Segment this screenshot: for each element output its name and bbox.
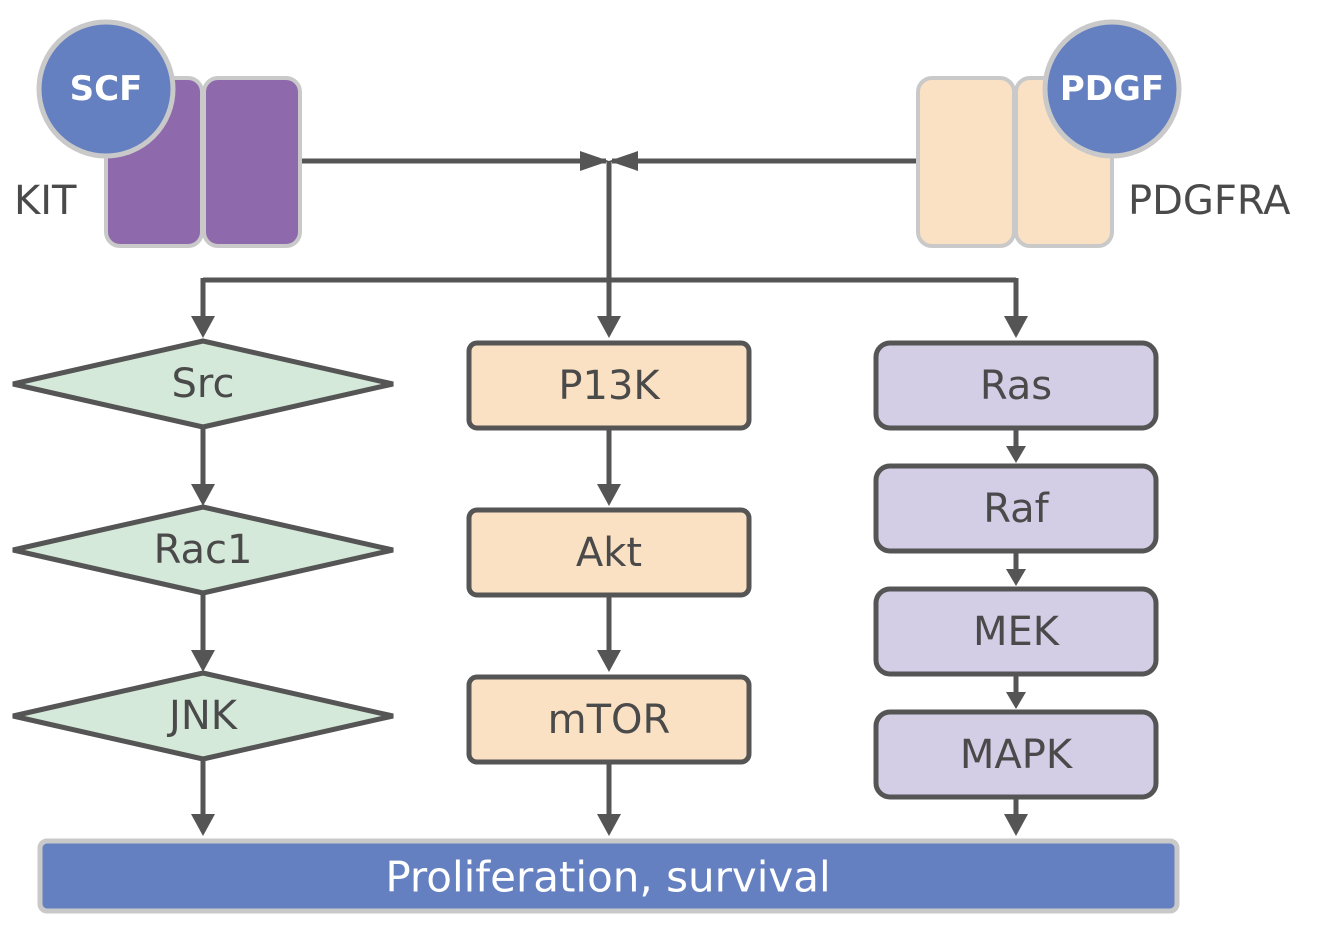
src-label: Src: [172, 361, 235, 407]
rac1-node: [12, 504, 394, 596]
mek-node: [873, 586, 1159, 677]
right-pathway: Ras Raf MEK MAPK: [873, 340, 1159, 800]
raf-node: [873, 463, 1159, 554]
arrowhead-to-akt: [597, 484, 621, 506]
pdgf-ligand: PDGF: [1042, 19, 1182, 159]
raf-label: Raf: [983, 486, 1049, 532]
scf-ligand-circle: [36, 19, 176, 159]
jnk-node: [12, 670, 394, 762]
arrowhead-middle-to-outcome: [597, 814, 621, 836]
arrowhead-to-raf: [1006, 446, 1026, 463]
arrowhead-to-mtor: [597, 650, 621, 672]
akt-node: [466, 507, 752, 598]
jnk-label: JNK: [166, 693, 239, 739]
pdgf-label: PDGF: [1060, 69, 1164, 109]
p13k-label: P13K: [558, 363, 661, 409]
mtor-node: [466, 674, 752, 765]
pdgfra-arrowhead: [609, 151, 638, 171]
mapk-label: MAPK: [960, 732, 1074, 778]
left-pathway: Src Rac1 JNK: [12, 338, 394, 762]
akt-label: Akt: [576, 530, 642, 576]
arrowhead-to-jnk: [191, 650, 215, 672]
pdgfra-label: PDGFRA: [1128, 178, 1291, 224]
arrowhead-to-ras: [1004, 316, 1028, 338]
p13k-node: [466, 340, 752, 431]
mek-label: MEK: [973, 609, 1061, 655]
arrowhead-to-rac1: [191, 484, 215, 506]
kit-label: KIT: [14, 178, 77, 224]
outcome-bar: Proliferation, survival: [37, 838, 1180, 914]
scf-label: SCF: [70, 69, 143, 109]
mtor-label: mTOR: [548, 697, 671, 743]
arrowhead-to-src: [191, 316, 215, 338]
arrowhead-right-to-outcome: [1004, 814, 1028, 836]
mapk-node: [873, 709, 1159, 800]
outcome-box: [37, 838, 1180, 914]
middle-pathway: P13K Akt mTOR: [466, 340, 752, 765]
arrowhead-to-mek: [1006, 569, 1026, 586]
ras-node: [873, 340, 1159, 431]
src-node: [12, 338, 394, 430]
ras-label: Ras: [980, 363, 1052, 409]
arrowhead-to-mapk: [1006, 692, 1026, 709]
kit-arrowhead: [580, 151, 609, 171]
arrowhead-left-to-outcome: [191, 814, 215, 836]
pdgf-ligand-circle: [1042, 19, 1182, 159]
rac1-label: Rac1: [154, 527, 253, 573]
kit-receptor-right-subunit: [202, 76, 302, 248]
pdgfra-receptor-left-subunit: [916, 76, 1016, 248]
scf-ligand: SCF: [36, 19, 176, 159]
arrowhead-to-p13k: [597, 316, 621, 338]
connectors: [191, 151, 1028, 836]
outcome-label: Proliferation, survival: [385, 853, 830, 902]
